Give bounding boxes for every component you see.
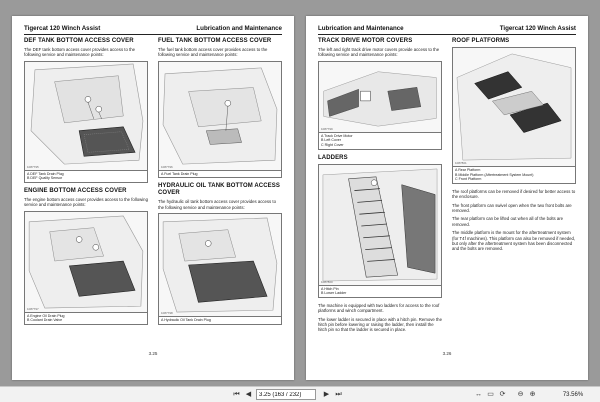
fit-width-icon[interactable]: ↔	[475, 391, 482, 398]
legend-item: B Lower Ladder	[321, 291, 347, 296]
track-drive-illustration	[323, 71, 437, 127]
figure-legend: A Track Drive Motor B Left Cover C Right…	[318, 132, 442, 150]
figure-legend: A Hydraulic Oil Tank Drain Plug	[158, 317, 282, 325]
page-header: Lubrication and Maintenance Tigercat 120…	[318, 25, 576, 35]
navigation-toolbar: ⏮ ◀ ▶ ⏭ ↔ ▭ ⟳ ⊖ ⊕ 73.56%	[0, 386, 600, 402]
header-right-text: Lubrication and Maintenance	[196, 25, 282, 32]
header-left-text: Tigercat 120 Winch Assist	[24, 25, 101, 32]
header-left-text: Lubrication and Maintenance	[318, 25, 404, 32]
legend-item: C Right Cover	[321, 143, 344, 147]
roof-text: The front platform can swivel open when …	[452, 202, 572, 213]
figure-id: 1087798	[161, 311, 173, 316]
figure-legend: A Fuel Tank Drain Plug	[158, 170, 282, 179]
legend-item: A Hydraulic Oil Tank Drain Plug	[161, 318, 211, 323]
section-text: The engine bottom access cover provides …	[24, 197, 148, 208]
section-title: ROOF PLATFORMS	[452, 38, 510, 44]
zoom-out-icon[interactable]: ⊖	[517, 391, 524, 398]
figure-id: 1087796	[161, 164, 173, 169]
section-title: FUEL TANK BOTTOM ACCESS COVER	[158, 38, 272, 44]
section-title: HYDRAULIC OIL TANK BOTTOM ACCESS COVER	[158, 183, 280, 197]
section-text: The fuel tank bottom access cover provid…	[158, 47, 268, 58]
ladders-illustration	[322, 168, 438, 281]
section-text: The DEF tank bottom access cover provide…	[24, 47, 136, 58]
figure-id: 1087795	[27, 164, 39, 169]
roof-text: The roof platforms can be removed if des…	[452, 188, 576, 200]
roof-platforms-figure: 1087801	[452, 47, 576, 167]
section-title: DEF TANK BOTTOM ACCESS COVER	[24, 38, 134, 44]
right-column: FUEL TANK BOTTOM ACCESS COVER The fuel t…	[158, 38, 282, 330]
legend-item: B DEF Quality Sensor	[27, 176, 63, 181]
zoom-in-icon[interactable]: ⊕	[529, 391, 536, 398]
roof-text: The middle platform is the mount for the…	[452, 230, 576, 252]
section-title: LADDERS	[318, 154, 348, 161]
legend-item: B Coolant Drain Valve	[27, 318, 63, 323]
engine-figure: 1087797	[24, 210, 148, 313]
figure-legend: A DEF Tank Drain Plug B DEF Quality Sens…	[24, 170, 148, 183]
next-page-icon[interactable]: ▶	[323, 391, 330, 398]
ladders-text: The machine is equipped with two ladders…	[318, 302, 440, 314]
fuel-tank-illustration	[162, 67, 278, 165]
fuel-tank-figure: 1087796	[158, 60, 282, 171]
first-page-icon[interactable]: ⏮	[233, 391, 240, 398]
legend-item: B Middle Platform (Aftertreatment System…	[455, 172, 534, 177]
right-page: Lubrication and Maintenance Tigercat 120…	[306, 16, 588, 380]
legend-item: A Hitch Pin	[321, 286, 339, 291]
hydraulic-tank-illustration	[162, 217, 278, 313]
left-page: Tigercat 120 Winch Assist Lubrication an…	[12, 16, 294, 380]
legend-item: A Rear Platform	[455, 168, 481, 172]
fit-page-icon[interactable]: ▭	[487, 391, 494, 398]
figure-id: 1087799	[321, 126, 333, 131]
roof-platforms-illustration	[456, 53, 572, 161]
header-right-text: Tigercat 120 Winch Assist	[499, 25, 576, 32]
page-number: 3.25	[148, 351, 158, 356]
figure-legend: A Engine Oil Drain Plug B Coolant Drain …	[24, 312, 148, 325]
legend-item: B Left Cover	[321, 138, 341, 143]
track-drive-figure: 1087799	[318, 60, 442, 133]
document-viewport[interactable]: Tigercat 120 Winch Assist Lubrication an…	[0, 0, 600, 386]
legend-item: C Front Platform	[455, 177, 482, 182]
figure-id: 1087797	[27, 306, 39, 311]
figure-legend: A Rear Platform B Middle Platform (After…	[452, 167, 576, 184]
hydraulic-tank-figure: 1087798	[158, 213, 282, 318]
legend-item: A Track Drive Motor	[321, 133, 353, 138]
legend-item: A DEF Tank Drain Plug	[27, 171, 64, 176]
section-title: ENGINE BOTTOM ACCESS COVER	[24, 188, 127, 194]
figure-id: 1087800	[321, 279, 333, 284]
last-page-icon[interactable]: ⏭	[335, 391, 342, 398]
legend-item: A Fuel Tank Drain Plug	[161, 171, 198, 176]
legend-item: A Engine Oil Drain Plug	[27, 313, 65, 318]
figure-id: 1087801	[455, 161, 467, 165]
rotate-icon[interactable]: ⟳	[499, 391, 506, 398]
page-number-input[interactable]	[256, 389, 316, 400]
ladders-text: The lower ladder is secured in place wit…	[318, 316, 442, 333]
page-number: 3.26	[442, 351, 452, 356]
figure-legend: A Hitch Pin B Lower Ladder	[318, 285, 442, 298]
def-tank-illustration	[30, 63, 144, 165]
engine-illustration	[28, 215, 144, 309]
page-header: Tigercat 120 Winch Assist Lubrication an…	[24, 25, 282, 35]
section-text: The left and right track drive motor cov…	[318, 47, 440, 58]
section-title: TRACK DRIVE MOTOR COVERS	[318, 38, 413, 44]
zoom-level[interactable]: 73.56%	[562, 392, 584, 398]
roof-text: The rear platform can be lifted out when…	[452, 216, 564, 227]
section-text: The hydraulic oil tank bottom access cov…	[158, 199, 276, 210]
left-column: DEF TANK BOTTOM ACCESS COVER The DEF tan…	[24, 38, 148, 330]
previous-page-icon[interactable]: ◀	[245, 391, 252, 398]
right-column: ROOF PLATFORMS 1087801 A Rear Platform B…	[452, 38, 576, 255]
ladders-figure: 1087800	[318, 163, 442, 286]
def-tank-figure: 1087795	[24, 60, 148, 171]
left-column: TRACK DRIVE MOTOR COVERS The left and ri…	[318, 38, 442, 336]
